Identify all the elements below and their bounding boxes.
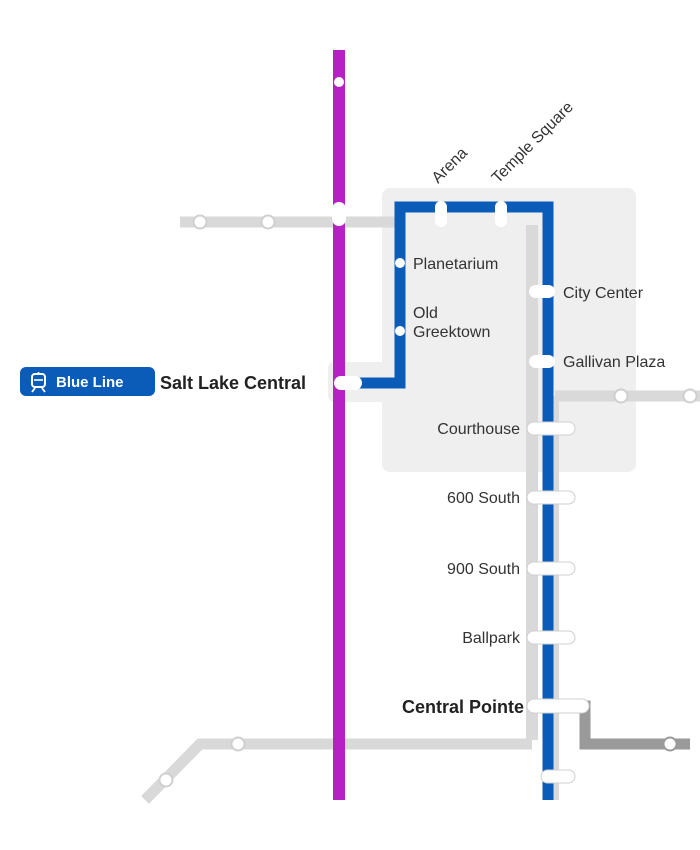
station-marker-salt-lake-central[interactable]	[334, 376, 362, 390]
label-600-south: 600 South	[447, 490, 520, 507]
gray-station[interactable]	[192, 214, 208, 230]
gray-station[interactable]	[682, 388, 698, 404]
train-icon	[31, 372, 46, 393]
gray-station[interactable]	[260, 214, 276, 230]
gray-station[interactable]	[158, 772, 174, 788]
station-marker-south[interactable]	[540, 769, 576, 784]
label-arena: Arena	[429, 145, 471, 187]
badge-background	[20, 367, 155, 396]
blue-line	[350, 201, 554, 800]
badge-label: Blue Line	[56, 374, 124, 391]
gray-station[interactable]	[613, 388, 629, 404]
station-marker-900-south[interactable]	[526, 561, 576, 576]
purple-station[interactable]	[334, 77, 344, 87]
label-planetarium: Planetarium	[413, 256, 498, 273]
label-city-center: City Center	[563, 285, 644, 302]
label-courthouse: Courthouse	[437, 421, 520, 438]
label-central-pointe: Central Pointe	[402, 697, 524, 717]
station-marker-old-greektown[interactable]	[395, 326, 405, 336]
blue-line-badge[interactable]: Blue Line	[20, 367, 155, 396]
label-temple-square: Temple Square	[489, 99, 577, 187]
station-marker-ballpark[interactable]	[526, 630, 576, 645]
label-gallivan-plaza: Gallivan Plaza	[563, 354, 665, 371]
label-900-south: 900 South	[447, 561, 520, 578]
station-marker-courthouse[interactable]	[526, 421, 576, 436]
label-greektown: Greektown	[413, 324, 490, 341]
station-marker-gallivan-plaza[interactable]	[529, 355, 555, 368]
station-marker-city-center[interactable]	[529, 285, 555, 298]
station-marker-arena[interactable]	[435, 201, 447, 227]
station-marker-temple-square[interactable]	[495, 201, 507, 227]
purple-transfer-station[interactable]	[332, 202, 346, 226]
label-ballpark: Ballpark	[462, 630, 521, 647]
label-old: Old	[413, 305, 438, 322]
station-marker-planetarium[interactable]	[395, 258, 405, 268]
gray-station[interactable]	[230, 736, 246, 752]
station-marker-central-pointe[interactable]	[526, 698, 590, 714]
label-salt-lake-central: Salt Lake Central	[160, 373, 306, 393]
station-marker-600-south[interactable]	[526, 490, 576, 505]
gray-station[interactable]	[662, 736, 678, 752]
